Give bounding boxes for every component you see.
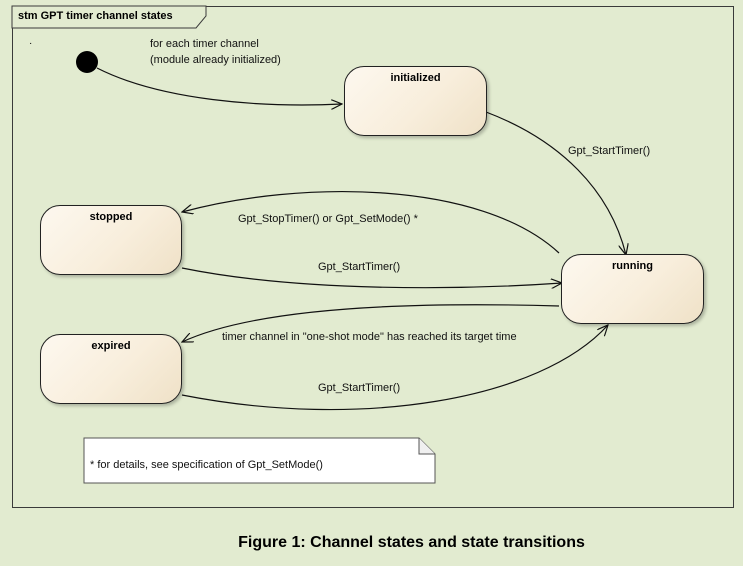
edge-running-to-stopped [182, 191, 560, 254]
transition-stopped-to-running-label: Gpt_StartTimer() [318, 261, 401, 273]
state-initialized: initialized [344, 66, 487, 136]
frame-title: stm GPT timer channel states [18, 10, 173, 22]
transition-running-to-stopped-label: Gpt_StopTimer() or Gpt_SetMode() * [238, 213, 418, 225]
edge-expired-to-running [181, 325, 608, 411]
state-expired: expired [40, 334, 182, 404]
edge-initialized-to-running [485, 111, 626, 255]
edge-running-to-expired [182, 304, 560, 342]
edge-initial-to-initialized [96, 67, 342, 105]
state-initialized-label: initialized [390, 72, 441, 84]
bullet-mark: · [29, 38, 33, 49]
transition-expired-to-running-label: Gpt_StartTimer() [318, 382, 401, 394]
state-running-label: running [612, 260, 653, 272]
edge-stopped-to-running [181, 267, 562, 288]
frame-tab [11, 5, 207, 29]
state-expired-label: expired [91, 340, 131, 352]
initial-note-line1: for each timer channel [150, 38, 259, 50]
transition-init-to-running-label: Gpt_StartTimer() [568, 145, 651, 157]
initial-state-dot [76, 51, 98, 73]
note-fold [418, 438, 435, 455]
state-stopped-label: stopped [89, 211, 133, 223]
initial-note-line2: (module already initialized) [150, 54, 281, 66]
state-stopped: stopped [40, 205, 182, 275]
state-running: running [561, 254, 704, 324]
figure-caption: Figure 1: Channel states and state trans… [238, 534, 585, 551]
note-shape [83, 437, 436, 484]
note-text: * for details, see specification of Gpt_… [90, 459, 323, 471]
transition-running-to-expired-label: timer channel in "one-shot mode" has rea… [222, 331, 517, 343]
